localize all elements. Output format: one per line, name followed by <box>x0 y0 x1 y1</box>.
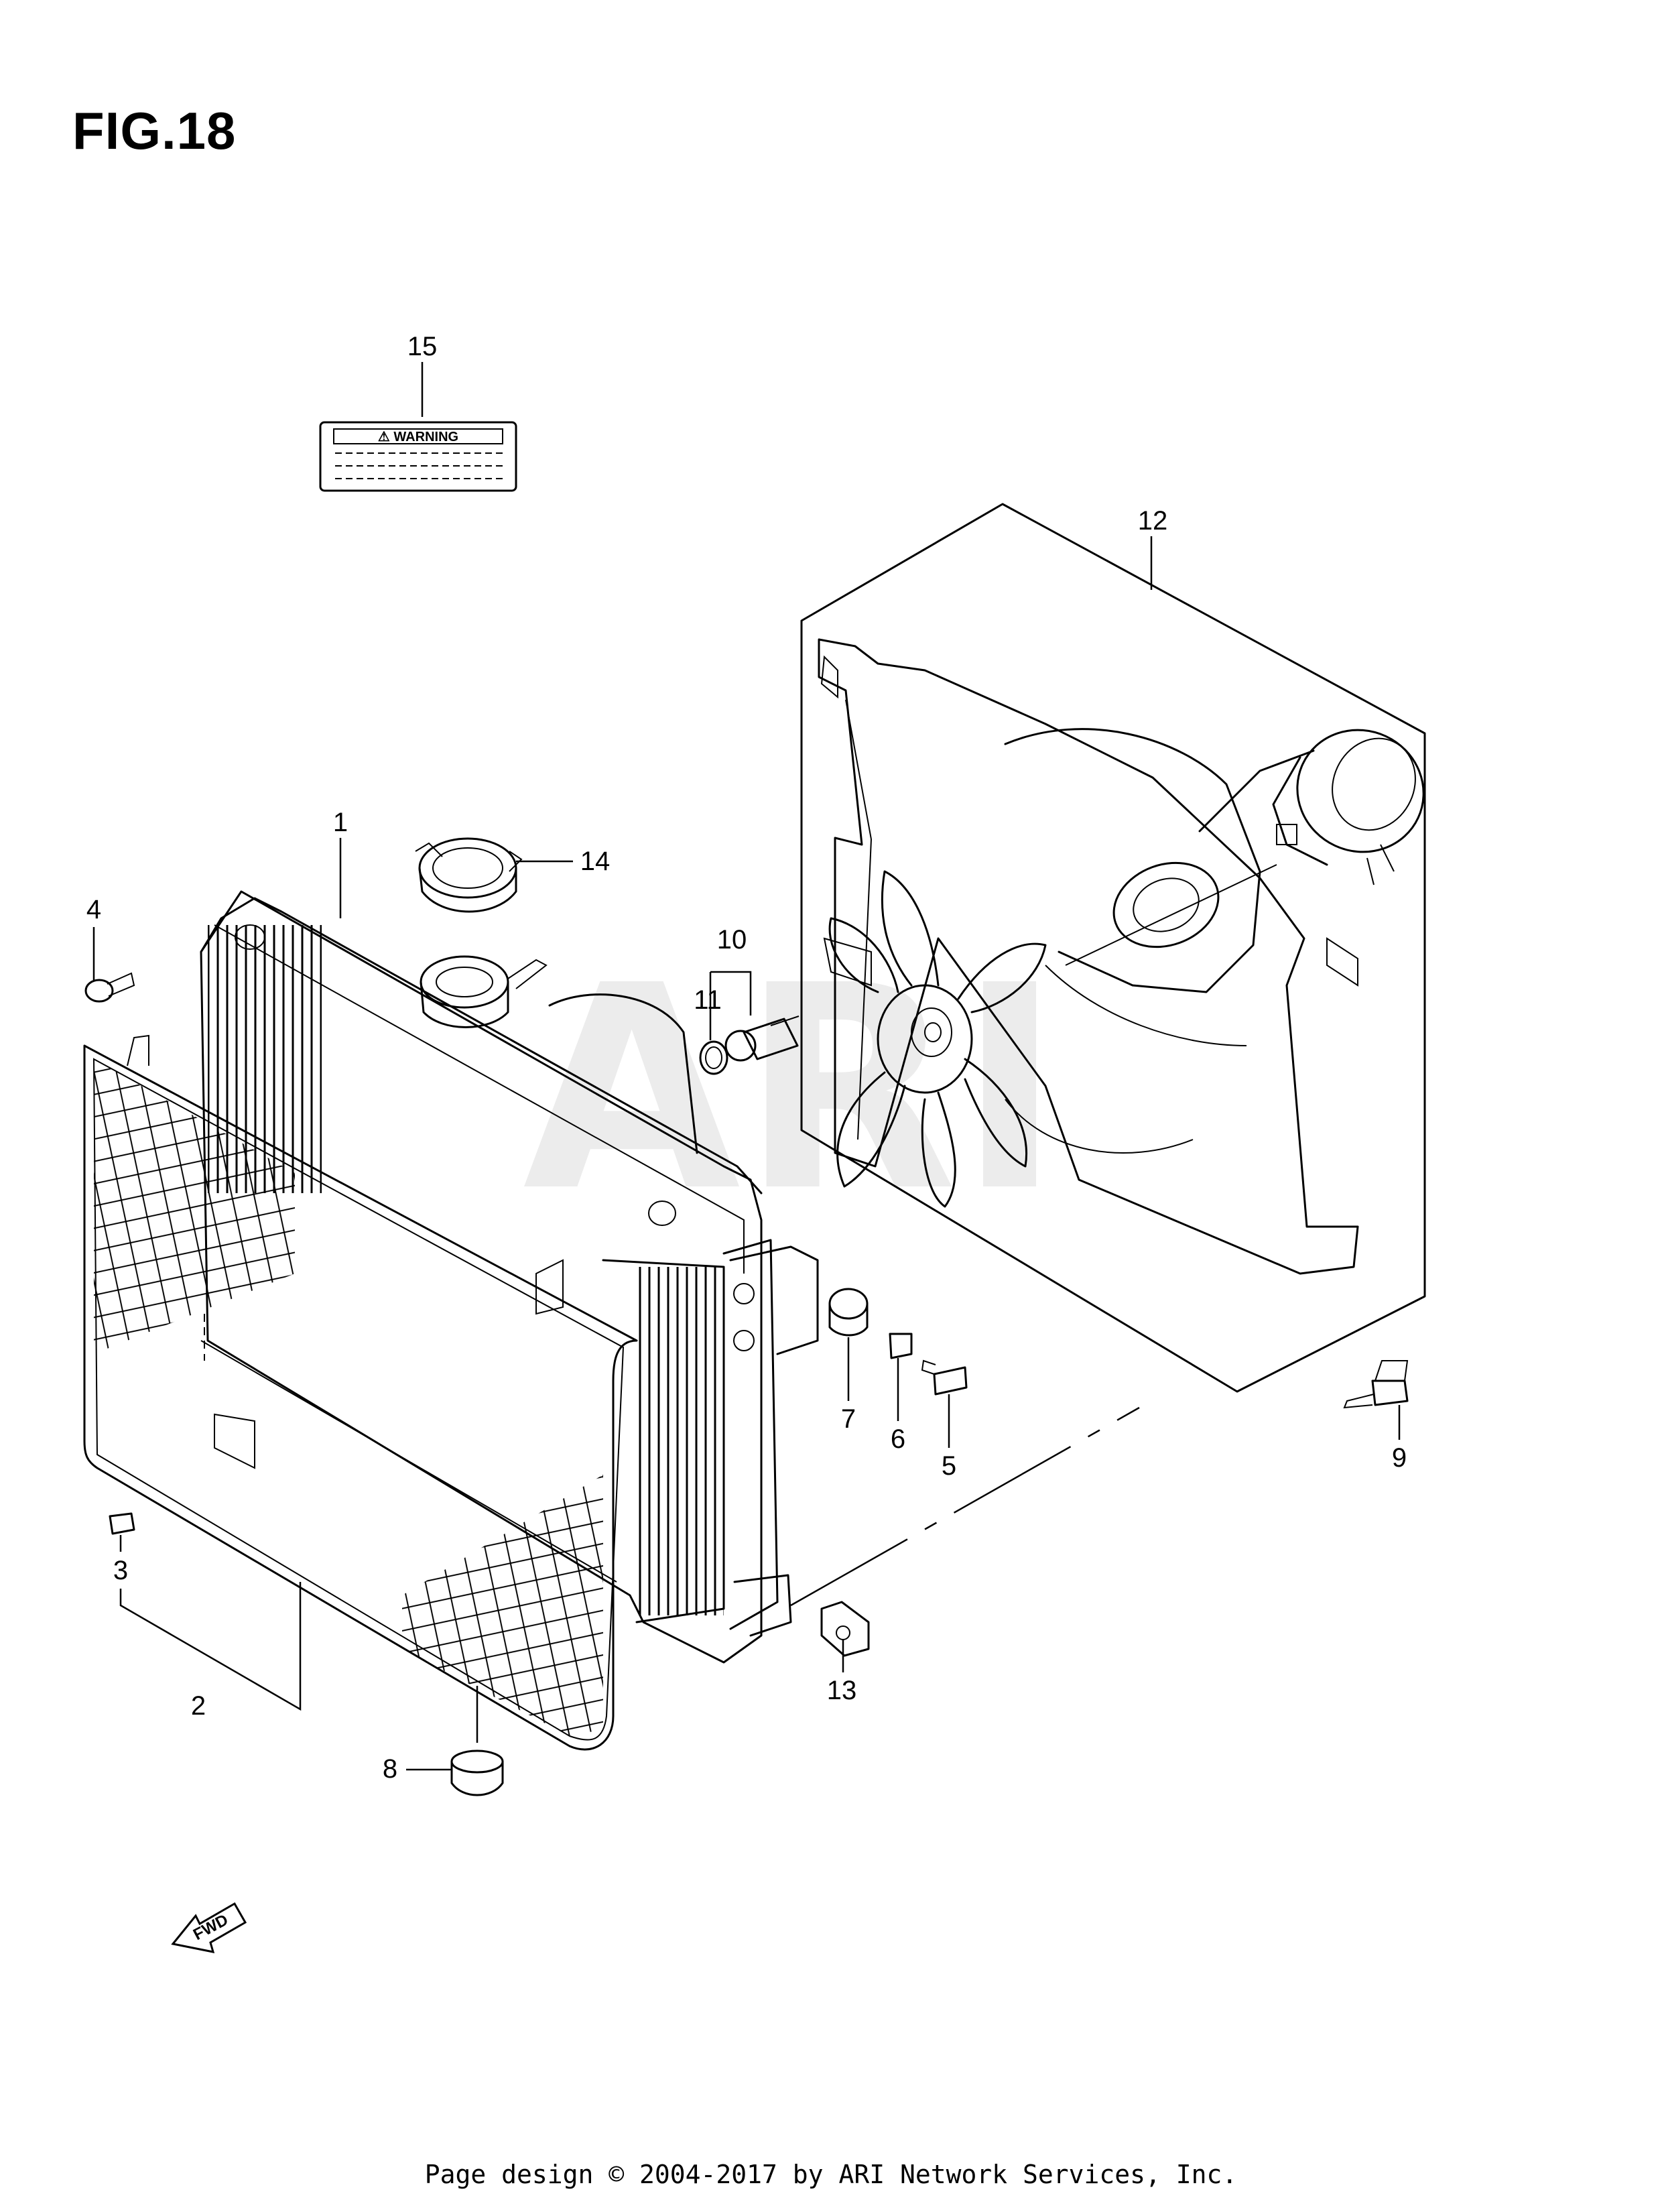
fan-shroud-assembly[interactable] <box>800 503 1426 1393</box>
page-footer: Page design © 2004-2017 by ARI Network S… <box>424 2160 1238 2189</box>
fan-motor-housing-edge <box>548 993 698 1154</box>
thermo-switch[interactable] <box>724 1016 800 1062</box>
figure-title: FIG.18 <box>72 101 237 160</box>
bolt-part-5[interactable] <box>921 1359 968 1396</box>
callout-11: 11 <box>694 985 722 1015</box>
watermark: ARI <box>523 926 1062 1253</box>
callout-10: 10 <box>717 925 747 955</box>
radiator-cap[interactable] <box>415 837 523 913</box>
callout-6: 6 <box>891 1424 905 1454</box>
callout-4: 4 <box>86 895 101 924</box>
callout-13: 13 <box>827 1676 857 1705</box>
grommet-part-8[interactable] <box>450 1749 504 1796</box>
grommet-part-7[interactable] <box>828 1288 869 1337</box>
filler-neck[interactable] <box>420 955 548 1028</box>
callout-9: 9 <box>1392 1443 1407 1473</box>
fan-motor[interactable] <box>1272 709 1444 885</box>
callout-14: 14 <box>580 847 611 876</box>
leader-lines <box>92 362 1401 1771</box>
clip-part-3[interactable] <box>109 1512 135 1535</box>
fan-blade[interactable] <box>828 870 1047 1208</box>
collar-part-6[interactable] <box>889 1333 913 1359</box>
warning-label-part[interactable]: ⚠ WARNING <box>319 421 517 492</box>
callout-5: 5 <box>942 1451 956 1481</box>
callout-3: 3 <box>113 1556 128 1585</box>
callout-12: 12 <box>1138 506 1168 536</box>
warning-label-heading: ⚠ WARNING <box>378 430 458 444</box>
fwd-direction-arrow: FWD <box>171 1902 247 1953</box>
radiator-guard[interactable] <box>83 1034 638 1751</box>
bolt-part-9[interactable] <box>1343 1360 1409 1409</box>
nut-clip-part-13[interactable] <box>820 1601 870 1657</box>
callout-1: 1 <box>333 808 348 837</box>
callout-7: 7 <box>841 1404 856 1434</box>
callout-numbers: 15 12 1 14 4 10 11 7 6 5 9 3 2 13 8 <box>86 332 1407 1784</box>
o-ring[interactable] <box>699 1040 728 1075</box>
screw-part-4[interactable] <box>84 972 135 1003</box>
callout-15: 15 <box>407 332 438 361</box>
callout-2: 2 <box>191 1691 206 1721</box>
callout-8: 8 <box>383 1754 397 1784</box>
